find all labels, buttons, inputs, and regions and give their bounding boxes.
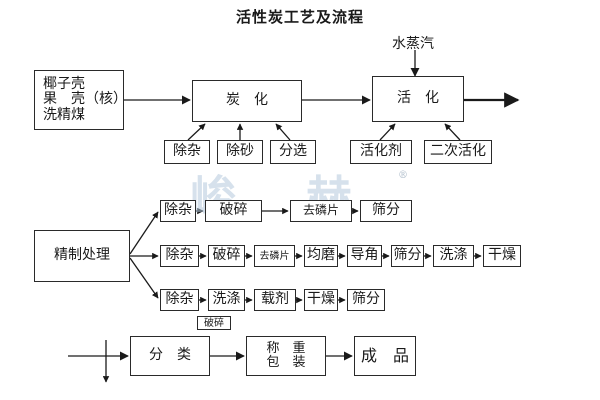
raw-material-fruit-shell: 果 壳（核） [43,91,127,108]
refine2-step-grind: 均磨 [304,245,338,267]
refine3-step-load-agent: 载剂 [254,289,296,311]
pack-label: 包 装 [266,355,306,370]
weigh-pack-box: 称 重 包 装 [246,336,326,376]
refine3-step-sieve: 筛分 [347,289,385,311]
refine2-step-crush: 破碎 [208,245,245,267]
refine3-substep-crush: 破碎 [197,316,231,330]
raw-material-coal: 洗精煤 [43,106,85,123]
refine3-step-dry: 干燥 [304,289,338,311]
refine1-step-sieve: 筛分 [360,200,412,222]
registered-mark: ® [398,170,408,181]
page-title: 活性炭工艺及流程 [235,8,364,26]
activation-box: 活 化 [372,76,464,122]
refine2-step-wash: 洗涤 [433,245,474,267]
raw-materials-box: 椰子壳 果 壳（核） 洗精煤 [34,70,127,130]
carbonization-box: 炭 化 [192,80,302,122]
refine2-step-remove-impurity: 除杂 [160,245,199,267]
refine1-step-remove-impurity: 除杂 [160,200,196,222]
finished-product-box: 成 品 [354,336,416,376]
steam-label: 水蒸汽 [392,36,434,52]
carb-input-remove-impurity: 除杂 [164,140,210,164]
refine2-step-round-edges: 导角 [347,245,382,267]
refine3-step-wash: 洗涤 [208,289,245,311]
carb-input-remove-sand: 除砂 [217,140,263,164]
refine1-step-crush: 破碎 [205,200,262,222]
weigh-label: 称 重 [266,340,306,356]
act-input-activator: 活化剂 [350,140,412,164]
classify-box: 分 类 [130,336,210,376]
refining-box: 精制处理 [34,230,130,282]
refine2-step-dry: 干燥 [483,245,521,267]
refine2-step-sieve: 筛分 [391,245,424,267]
carb-input-sorting: 分选 [270,140,316,164]
act-input-secondary-activation: 二次活化 [424,140,492,164]
refine1-step-remove-flakes: 去磷片 [290,200,352,222]
refine2-step-remove-flakes: 去磷片 [254,245,295,267]
raw-material-coconut: 椰子壳 [43,75,85,92]
refine3-step-remove-impurity: 除杂 [160,289,199,311]
